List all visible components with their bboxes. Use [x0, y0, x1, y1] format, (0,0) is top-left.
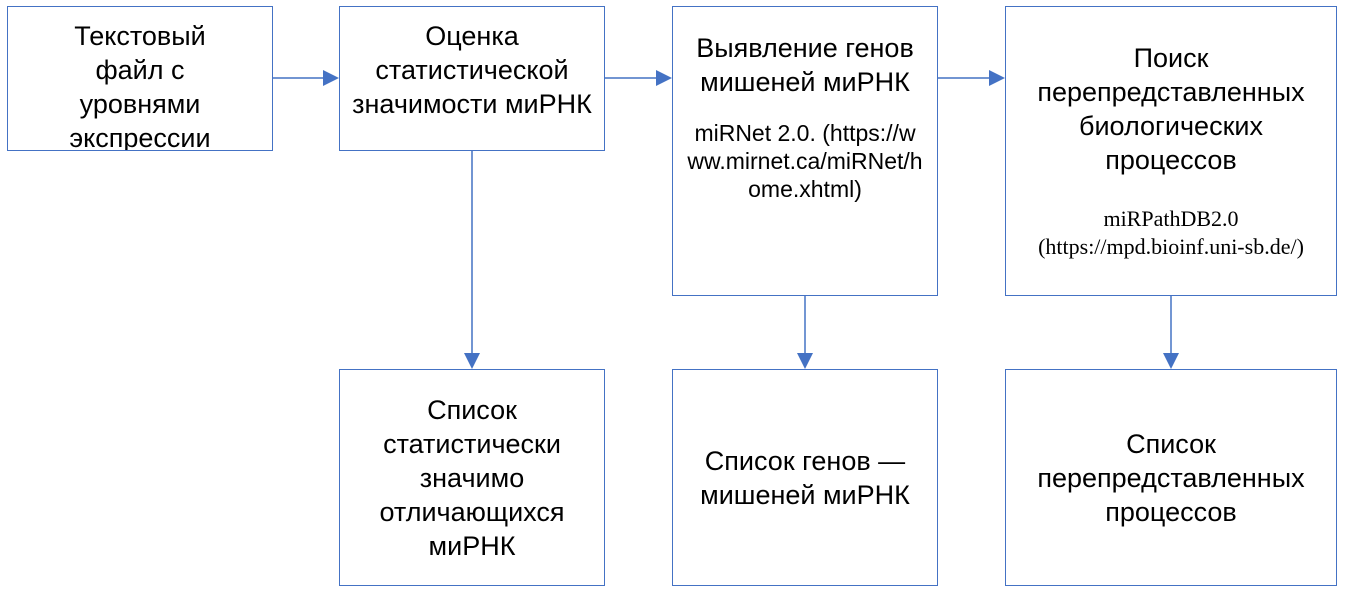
- target-detection-tool: miRNet 2.0. (https://www.mirnet.ca/miRNe…: [687, 120, 923, 202]
- target-detection-title: Выявление генов мишеней миРНК: [696, 33, 914, 97]
- arrowhead-down-1: [464, 353, 480, 369]
- arrowhead-down-2: [797, 353, 813, 369]
- significant-list-title: Список статистически значимо отличающихс…: [379, 394, 565, 561]
- significance-box: Оценка статистической значимости миРНК: [339, 6, 605, 151]
- target-list-box: Список генов — мишеней миРНК: [672, 369, 938, 586]
- pathway-search-tool: miRPathDB2.0 (https://mpd.bioinf.uni-sb.…: [1038, 206, 1304, 259]
- pathway-search-box: Поиск перепредставленных биологических п…: [1005, 6, 1337, 296]
- significant-list-box: Список статистически значимо отличающихс…: [339, 369, 605, 586]
- significance-title: Оценка статистической значимости миРНК: [352, 21, 592, 119]
- target-list-title: Список генов — мишеней миРНК: [700, 445, 910, 510]
- process-list-title: Список перепредставленных процессов: [1037, 428, 1305, 527]
- arrowhead-right-2: [656, 70, 672, 86]
- arrowhead-right-3: [989, 70, 1005, 86]
- target-detection-box: Выявление генов мишеней миРНК miRNet 2.0…: [672, 6, 938, 296]
- process-list-box: Список перепредставленных процессов: [1005, 369, 1337, 586]
- arrowhead-down-3: [1163, 353, 1179, 369]
- input-file-title: Текстовый файл с уровнями экспрессии: [69, 21, 211, 151]
- arrowhead-right-1: [323, 70, 339, 86]
- pathway-search-title: Поиск перепредставленных биологических п…: [1037, 43, 1305, 175]
- input-file-box: Текстовый файл с уровнями экспрессии: [7, 6, 273, 151]
